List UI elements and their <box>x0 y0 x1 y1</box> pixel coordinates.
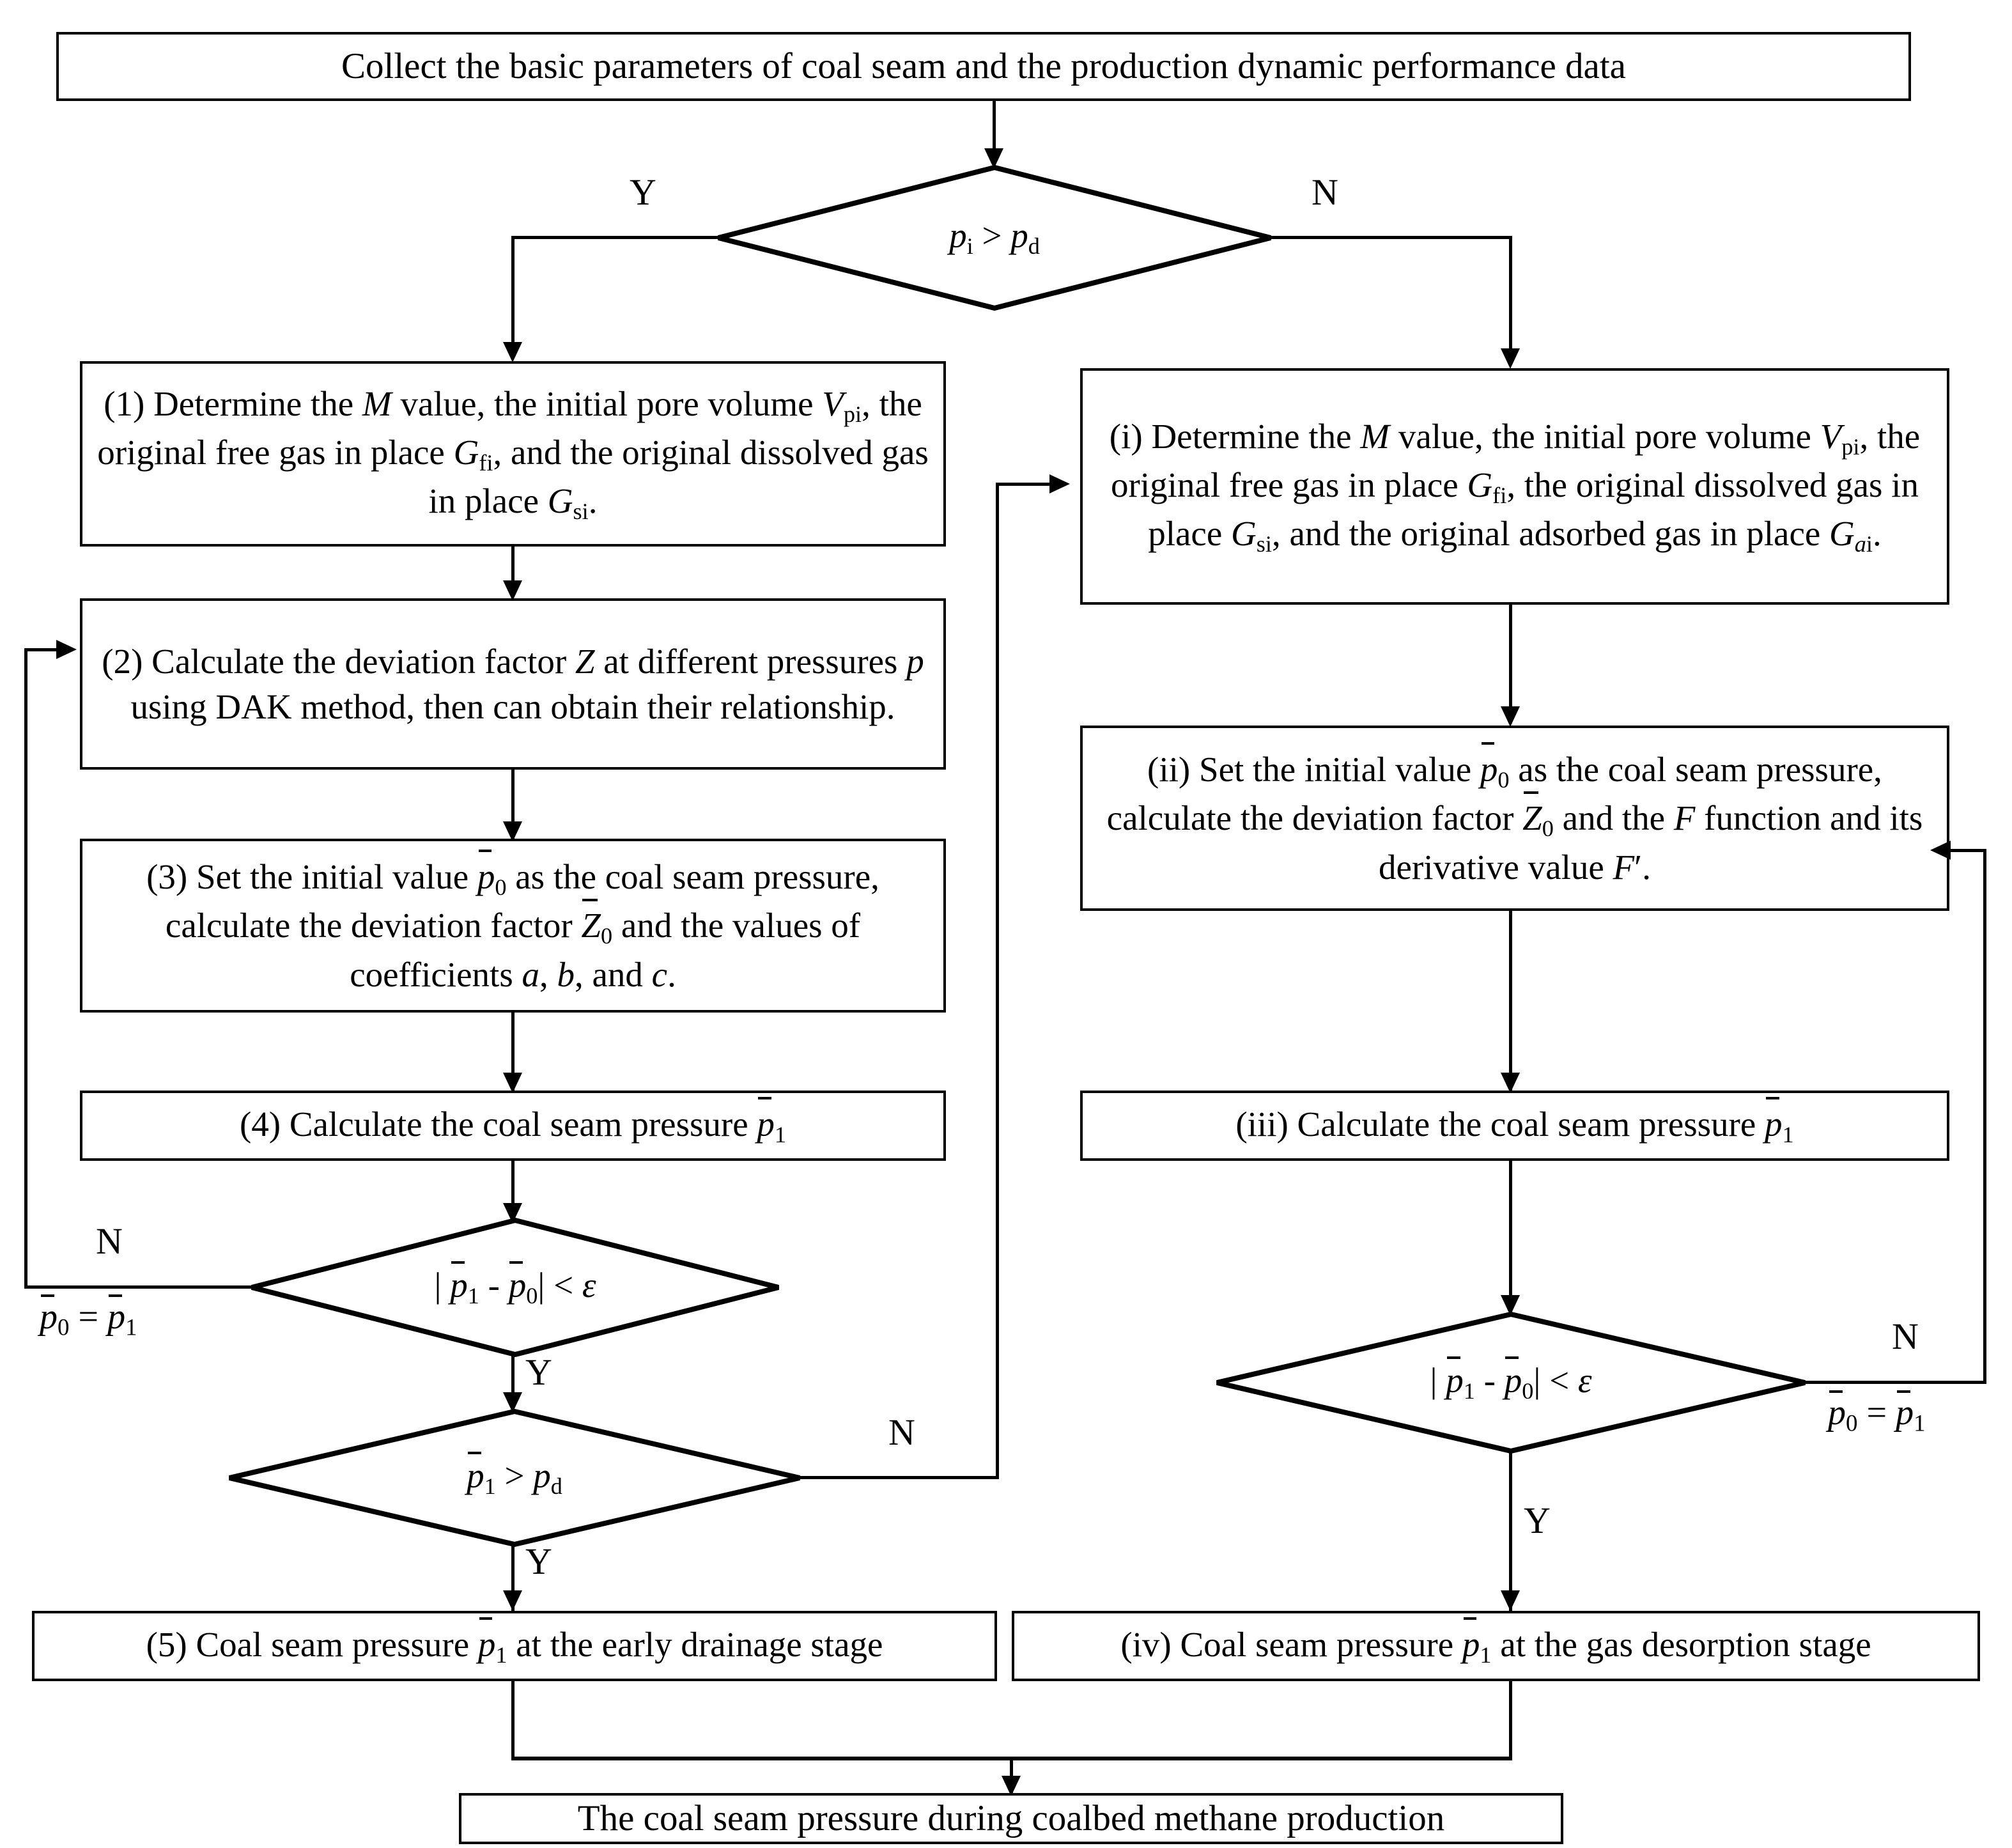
arrowhead-left-d2-no <box>1049 474 1070 493</box>
edge-left-d2-no-horizontal <box>798 1476 999 1479</box>
edge-right-iv-down <box>1509 1681 1512 1759</box>
node-left-2-text: (2) Calculate the deviation factor Z at … <box>102 641 924 727</box>
branch-label-right-d1-yes: Y <box>1524 1500 1551 1541</box>
arrowhead-left-d1-no <box>56 640 77 659</box>
edge-right-d1-no-horizontal <box>1802 1381 1986 1384</box>
arrowhead-left-1-to-2 <box>503 580 522 601</box>
assignment-left-d1: p0 = p1 <box>40 1294 137 1340</box>
arrowhead-left-2-to-3 <box>503 821 522 842</box>
node-left-1-text: (1) Determine the M value, the initial p… <box>97 384 929 525</box>
edge-left-1-to-2 <box>511 547 515 596</box>
edge-right-d1-no-vertical <box>1983 850 1986 1383</box>
node-decision-pi-gt-pd: pi > pd <box>716 165 1273 311</box>
node-end: The coal seam pressure during coalbed me… <box>459 1793 1563 1844</box>
branch-label-left-d1-yes: Y <box>525 1351 552 1393</box>
edge-right-d1-yes <box>1509 1451 1512 1619</box>
edge-left-d1-no-return <box>24 648 58 651</box>
edge-left-4-to-d1 <box>511 1161 515 1222</box>
assignment-right-d1: p0 = p1 <box>1828 1390 1926 1436</box>
edge-top-no-vertical <box>1509 236 1512 359</box>
arrowhead-left-d2-yes <box>503 1590 522 1611</box>
node-start-text: Collect the basic parameters of coal sea… <box>341 45 1626 86</box>
edge-top-yes-vertical <box>511 236 515 352</box>
edge-left-d1-yes <box>511 1354 515 1413</box>
edge-left-d2-yes <box>511 1544 515 1618</box>
node-end-text: The coal seam pressure during coalbed me… <box>577 1798 1445 1838</box>
branch-label-left-d2-yes: Y <box>525 1541 552 1582</box>
arrowhead-top-no <box>1501 348 1520 369</box>
edge-top-yes-horizontal <box>511 236 721 239</box>
branch-label-top-no: N <box>1312 171 1338 213</box>
edge-left-5-down <box>511 1681 515 1759</box>
node-left-decision-p1-gt-pd: p1 > pd <box>227 1409 802 1547</box>
branch-label-left-d2-no: N <box>888 1411 915 1453</box>
edge-start-to-decision <box>993 101 996 159</box>
node-left-decision-epsilon: | p1 - p0| < ε <box>249 1218 781 1357</box>
edge-left-2-to-3 <box>511 770 515 839</box>
node-left-4-text: (4) Calculate the coal seam pressure p1 <box>93 1097 933 1150</box>
node-right-iii: (iii) Calculate the coal seam pressure p… <box>1080 1091 1949 1161</box>
arrowhead-top-yes <box>503 342 522 362</box>
node-left-5-text: (5) Coal seam pressure p1 at the early d… <box>45 1617 984 1670</box>
edge-top-no-horizontal <box>1268 236 1512 239</box>
edge-left-d2-no-vertical <box>996 484 999 1479</box>
branch-label-left-d1-no: N <box>96 1220 123 1262</box>
node-right-i-text: (i) Determine the M value, the initial p… <box>1109 416 1921 557</box>
node-right-i: (i) Determine the M value, the initial p… <box>1080 368 1949 605</box>
edge-right-iii-to-d1 <box>1509 1161 1512 1314</box>
node-right-iv: (iv) Coal seam pressure p1 at the gas de… <box>1012 1611 1980 1681</box>
node-right-iii-text: (iii) Calculate the coal seam pressure p… <box>1093 1097 1937 1150</box>
edge-left-3-to-4 <box>511 1013 515 1092</box>
node-left-4: (4) Calculate the coal seam pressure p1 <box>80 1091 946 1161</box>
arrowhead-merge-to-end <box>1002 1776 1021 1796</box>
node-right-ii: (ii) Set the initial value p0 as the coa… <box>1080 726 1949 911</box>
node-left-2: (2) Calculate the deviation factor Z at … <box>80 598 946 770</box>
node-right-decision-epsilon: | p1 - p0| < ε <box>1214 1312 1807 1454</box>
arrowhead-right-ii-to-iii <box>1501 1073 1520 1093</box>
arrowhead-left-3-to-4 <box>503 1073 522 1093</box>
node-left-3-text: (3) Set the initial value p0 as the coal… <box>93 850 933 997</box>
node-start: Collect the basic parameters of coal sea… <box>56 32 1911 101</box>
edge-right-i-to-ii <box>1509 605 1512 724</box>
edge-right-ii-to-iii <box>1509 911 1512 1092</box>
edge-left-d1-no-vertical <box>24 649 27 1288</box>
edge-right-d1-no-return <box>1951 849 1986 852</box>
edge-left-d1-no-horizontal <box>24 1285 254 1289</box>
arrowhead-right-d1-no <box>1930 841 1951 860</box>
node-right-ii-text: (ii) Set the initial value p0 as the coa… <box>1093 742 1937 890</box>
node-right-iv-text: (iv) Coal seam pressure p1 at the gas de… <box>1025 1617 1967 1670</box>
branch-label-top-yes: Y <box>630 171 656 213</box>
node-left-3: (3) Set the initial value p0 as the coal… <box>80 839 946 1013</box>
edge-left-d2-no-return <box>996 483 1051 486</box>
node-left-5: (5) Coal seam pressure p1 at the early d… <box>32 1611 997 1681</box>
node-left-1: (1) Determine the M value, the initial p… <box>80 361 946 547</box>
arrowhead-right-d1-yes <box>1501 1590 1520 1611</box>
branch-label-right-d1-no: N <box>1892 1316 1919 1357</box>
arrowhead-right-i-to-ii <box>1501 706 1520 727</box>
